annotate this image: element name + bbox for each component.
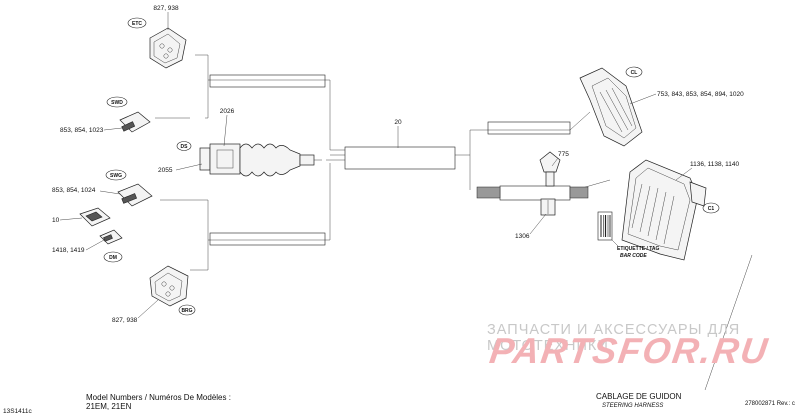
svg-text:DS: DS: [181, 144, 189, 150]
harness-sections: [209, 74, 589, 246]
svg-text:BRG: BRG: [181, 308, 192, 314]
cl-tag: CL: [625, 66, 643, 78]
svg-text:ETC: ETC: [132, 21, 142, 27]
svg-text:SWD: SWD: [111, 100, 123, 106]
cl-parts-label: 753, 843, 853, 854, 894, 1020: [657, 91, 744, 98]
sticker-label-line1: ETIQUETTE / TAG: [617, 246, 660, 252]
swd-tag: SWD: [106, 96, 128, 108]
watermark-logo: PARTSFOR.RU: [487, 330, 772, 371]
harness-part-label: 20: [394, 119, 402, 126]
document-number: 278002871 Rev.: c: [745, 401, 795, 407]
svg-text:DM: DM: [109, 255, 117, 261]
watermark-tagline: ЗАПЧАСТИ И АКСЕССУАРЫ ДЛЯ МОТОТЕХНИКИ: [487, 322, 741, 354]
swd-parts-label: 853, 854, 1023: [60, 127, 104, 134]
part-10-label: 10: [52, 217, 60, 224]
c1-connector-icon: [621, 159, 707, 261]
c1-tag: C1: [702, 202, 720, 214]
barcode-sticker-icon: [597, 211, 613, 241]
swg-tag: SWG: [105, 169, 127, 181]
swg-parts-label: 853, 854, 1024: [52, 187, 96, 194]
drawing-title: CABLAGE DE GUIDON: [596, 392, 682, 401]
etc-tag: ETC: [127, 17, 147, 29]
brg-parts-label: 827, 938: [112, 317, 138, 324]
ds-part-top-label: 2026: [220, 108, 235, 115]
swg-connector-icon: [117, 183, 153, 207]
svg-text:C1: C1: [708, 206, 715, 212]
model-numbers-list: 21EM, 21EN: [86, 402, 132, 411]
brg-connector-icon: [149, 265, 189, 307]
etc-parts-label: 827, 938: [153, 5, 179, 12]
cl-connector-icon: [579, 67, 643, 147]
drawing-subtitle: STEERING HARNESS: [602, 403, 664, 409]
model-numbers-title: Model Numbers / Numéros De Modèles :: [86, 393, 231, 402]
swd-connector-icon: [119, 111, 151, 133]
sticker-label-line2: BAR CODE: [620, 253, 647, 259]
dm-tag: DM: [103, 251, 123, 263]
svg-text:SWG: SWG: [110, 173, 122, 179]
ds-part-left-label: 2055: [158, 167, 173, 174]
ds-sensor-icon: [199, 143, 322, 177]
bolt-icon: [539, 151, 561, 216]
brg-tag: BRG: [178, 304, 196, 316]
ds-tag: DS: [176, 141, 192, 151]
etc-connector-icon: [149, 27, 187, 69]
svg-text:CL: CL: [631, 70, 638, 76]
drawing-reference: 13S1411c: [3, 408, 32, 415]
clamp-part-label: 1306: [515, 233, 530, 240]
dm-connector-icon: [79, 207, 123, 245]
dm-parts-label: 1418, 1419: [52, 247, 85, 254]
c1-parts-label: 1136, 1138, 1140: [690, 161, 740, 168]
model-numbers: Model Numbers / Numéros De Modèles : 21E…: [86, 393, 231, 411]
bolt-part-label: 775: [558, 151, 569, 158]
